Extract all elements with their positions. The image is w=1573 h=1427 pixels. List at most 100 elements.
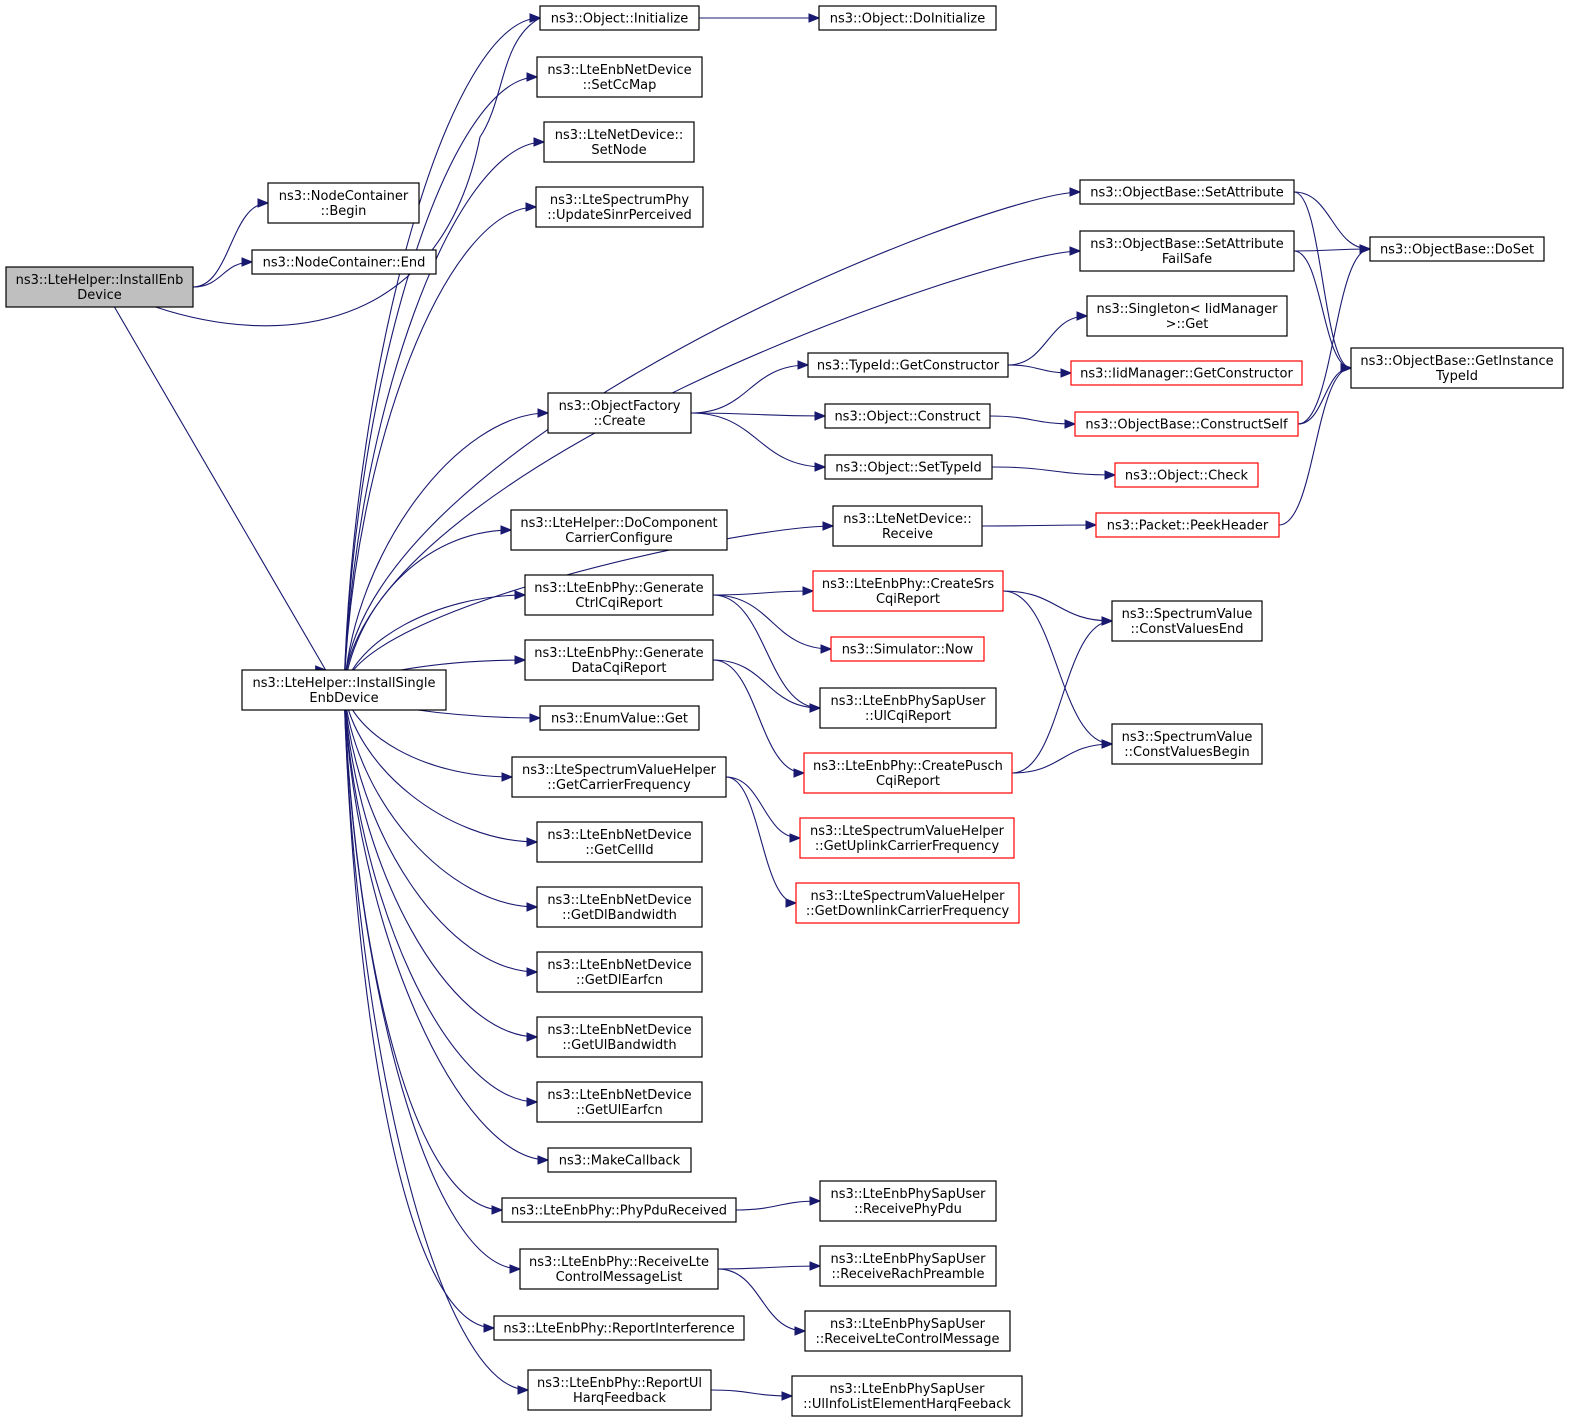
node-typeid-getconstructor[interactable]: ns3::TypeId::GetConstructor bbox=[807, 352, 1009, 378]
node-phypdureceived[interactable]: ns3::LteEnbPhy::PhyPduReceived bbox=[501, 1197, 737, 1223]
node-box bbox=[824, 403, 991, 429]
node-label: CarrierConfigure bbox=[565, 531, 672, 546]
arrowhead-icon bbox=[1085, 520, 1098, 530]
node-label: Receive bbox=[882, 527, 933, 542]
node-obj-doinitialize[interactable]: ns3::Object::DoInitialize bbox=[818, 5, 997, 31]
node-receiveltectrllist[interactable]: ns3::LteEnbPhy::ReceiveLteControlMessage… bbox=[519, 1248, 719, 1290]
node-enumvalue-get[interactable]: ns3::EnumValue::Get bbox=[539, 705, 700, 731]
node-packet-peekheader[interactable]: ns3::Packet::PeekHeader bbox=[1095, 512, 1280, 538]
call-edge-install_single-to-reportulharq bbox=[343, 689, 529, 1391]
node-box bbox=[832, 505, 983, 547]
call-edge-install_single-to-getdlearfcn bbox=[343, 689, 538, 973]
arrowhead-icon bbox=[809, 1196, 822, 1206]
node-box bbox=[1079, 230, 1295, 272]
node-label: ns3::LteEnbPhySapUser bbox=[830, 1382, 986, 1397]
node-updatesinr[interactable]: ns3::LteSpectrumPhy::UpdateSinrPerceived bbox=[535, 186, 704, 228]
arrowhead-icon bbox=[533, 137, 546, 147]
node-getulearfcn[interactable]: ns3::LteEnbNetDevice::GetUlEarfcn bbox=[536, 1081, 703, 1123]
node-constructself[interactable]: ns3::ObjectBase::ConstructSelf bbox=[1074, 411, 1299, 437]
node-label: ns3::LteEnbPhy::Generate bbox=[534, 581, 703, 596]
node-label: ns3::LteEnbNetDevice bbox=[547, 1088, 691, 1103]
node-iidmanager-getconstructor[interactable]: ns3::IidManager::GetConstructor bbox=[1070, 360, 1303, 386]
node-ulinfolistharq[interactable]: ns3::LteEnbPhySapUser::UlInfoListElement… bbox=[791, 1375, 1023, 1417]
node-box bbox=[536, 56, 703, 98]
node-nc-end[interactable]: ns3::NodeContainer::End bbox=[251, 249, 437, 275]
node-getdownlinkfreq[interactable]: ns3::LteSpectrumValueHelper::GetDownlink… bbox=[795, 882, 1020, 924]
node-object-construct[interactable]: ns3::Object::Construct bbox=[824, 403, 991, 429]
node-label: ns3::LteNetDevice:: bbox=[843, 512, 971, 527]
node-docomponentcarrier[interactable]: ns3::LteHelper::DoComponentCarrierConfig… bbox=[510, 509, 728, 551]
node-label: ns3::EnumValue::Get bbox=[551, 712, 688, 727]
node-setattribute[interactable]: ns3::ObjectBase::SetAttribute bbox=[1079, 179, 1295, 205]
node-label: ns3::Packet::PeekHeader bbox=[1107, 519, 1269, 534]
node-ulcqireport[interactable]: ns3::LteEnbPhySapUser::UlCqiReport bbox=[819, 687, 997, 729]
node-getdlearfcn[interactable]: ns3::LteEnbNetDevice::GetDlEarfcn bbox=[536, 951, 703, 993]
node-box bbox=[812, 570, 1004, 612]
node-simulator-now[interactable]: ns3::Simulator::Now bbox=[830, 636, 985, 662]
node-singleton-get[interactable]: ns3::Singleton< IidManager>::Get bbox=[1086, 295, 1288, 337]
node-box bbox=[519, 1248, 719, 1290]
call-edge-createsrscqi-to-constvaluesend bbox=[1002, 590, 1113, 622]
call-edge-install_single-to-setattribute bbox=[343, 191, 1081, 691]
call-edge-install_single-to-getcellid bbox=[343, 689, 538, 843]
node-getdlbandwidth[interactable]: ns3::LteEnbNetDevice::GetDlBandwidth bbox=[536, 886, 703, 928]
arrowhead-icon bbox=[483, 1323, 496, 1333]
call-edge-install_single-to-getulbandwidth bbox=[343, 689, 538, 1038]
node-receiveltectrlmsg[interactable]: ns3::LteEnbPhySapUser::ReceiveLteControl… bbox=[804, 1310, 1011, 1352]
call-edge-generatedatacqi-to-createpuschcqi bbox=[712, 659, 805, 774]
node-object-check[interactable]: ns3::Object::Check bbox=[1114, 462, 1259, 488]
arrowhead-icon bbox=[808, 13, 821, 23]
node-label: ::GetUlEarfcn bbox=[576, 1103, 663, 1118]
node-box bbox=[536, 951, 703, 993]
node-makecallback[interactable]: ns3::MakeCallback bbox=[547, 1147, 692, 1173]
node-box bbox=[818, 5, 997, 31]
node-doset[interactable]: ns3::ObjectBase::DoSet bbox=[1369, 236, 1545, 262]
node-getulbandwidth[interactable]: ns3::LteEnbNetDevice::GetUlBandwidth bbox=[536, 1016, 703, 1058]
node-label: ::GetDlBandwidth bbox=[562, 908, 677, 923]
arrowhead-icon bbox=[1101, 739, 1114, 749]
node-receiverachpreamble[interactable]: ns3::LteEnbPhySapUser::ReceiveRachPreamb… bbox=[819, 1245, 997, 1287]
arrowhead-icon bbox=[257, 198, 270, 208]
node-box bbox=[251, 249, 437, 275]
node-label: ns3::LteEnbPhySapUser bbox=[830, 1317, 986, 1332]
node-box bbox=[1070, 360, 1303, 386]
arrowhead-icon bbox=[1101, 616, 1114, 626]
node-box bbox=[536, 1081, 703, 1123]
node-label: ns3::LteEnbPhy::ReceiveLte bbox=[529, 1255, 709, 1270]
node-label: ns3::LteEnbPhy::CreateSrs bbox=[822, 577, 994, 592]
call-edge-install_single-to-getdlbandwidth bbox=[343, 689, 538, 908]
arrowhead-icon bbox=[1069, 187, 1082, 197]
node-receivephypdu[interactable]: ns3::LteEnbPhySapUser::ReceivePhyPdu bbox=[819, 1180, 997, 1222]
node-box bbox=[535, 186, 704, 228]
arrowhead-icon bbox=[793, 768, 806, 778]
node-object-settypeid[interactable]: ns3::Object::SetTypeId bbox=[824, 454, 993, 480]
node-constvaluesend[interactable]: ns3::SpectrumValue::ConstValuesEnd bbox=[1111, 600, 1263, 642]
node-label: ns3::LteHelper::InstallSingle bbox=[253, 676, 436, 691]
node-getcellid[interactable]: ns3::LteEnbNetDevice::GetCellId bbox=[536, 821, 703, 863]
node-objectfactory-create[interactable]: ns3::ObjectFactory::Create bbox=[547, 392, 692, 434]
arrowhead-icon bbox=[537, 408, 550, 418]
node-obj-initialize[interactable]: ns3::Object::Initialize bbox=[539, 5, 700, 31]
node-setnode[interactable]: ns3::LteNetDevice::SetNode bbox=[543, 121, 695, 163]
node-box bbox=[524, 639, 714, 681]
node-label: ns3::ObjectBase::SetAttribute bbox=[1090, 186, 1284, 201]
node-setccmap[interactable]: ns3::LteEnbNetDevice::SetCcMap bbox=[536, 56, 703, 98]
node-label: ns3::LteEnbPhySapUser bbox=[831, 1187, 987, 1202]
node-ltenetdevice-receive[interactable]: ns3::LteNetDevice::Receive bbox=[832, 505, 983, 547]
node-constvaluesbegin[interactable]: ns3::SpectrumValue::ConstValuesBegin bbox=[1111, 723, 1263, 765]
node-label: ::UlCqiReport bbox=[865, 709, 951, 724]
node-getuplinkfreq[interactable]: ns3::LteSpectrumValueHelper::GetUplinkCa… bbox=[799, 817, 1015, 859]
node-getcarrierfreq[interactable]: ns3::LteSpectrumValueHelper::GetCarrierF… bbox=[511, 756, 727, 798]
node-reportinterference[interactable]: ns3::LteEnbPhy::ReportInterference bbox=[493, 1315, 745, 1341]
node-label: ::GetCellId bbox=[585, 843, 653, 858]
node-nc-begin[interactable]: ns3::NodeContainer::Begin bbox=[267, 182, 420, 224]
